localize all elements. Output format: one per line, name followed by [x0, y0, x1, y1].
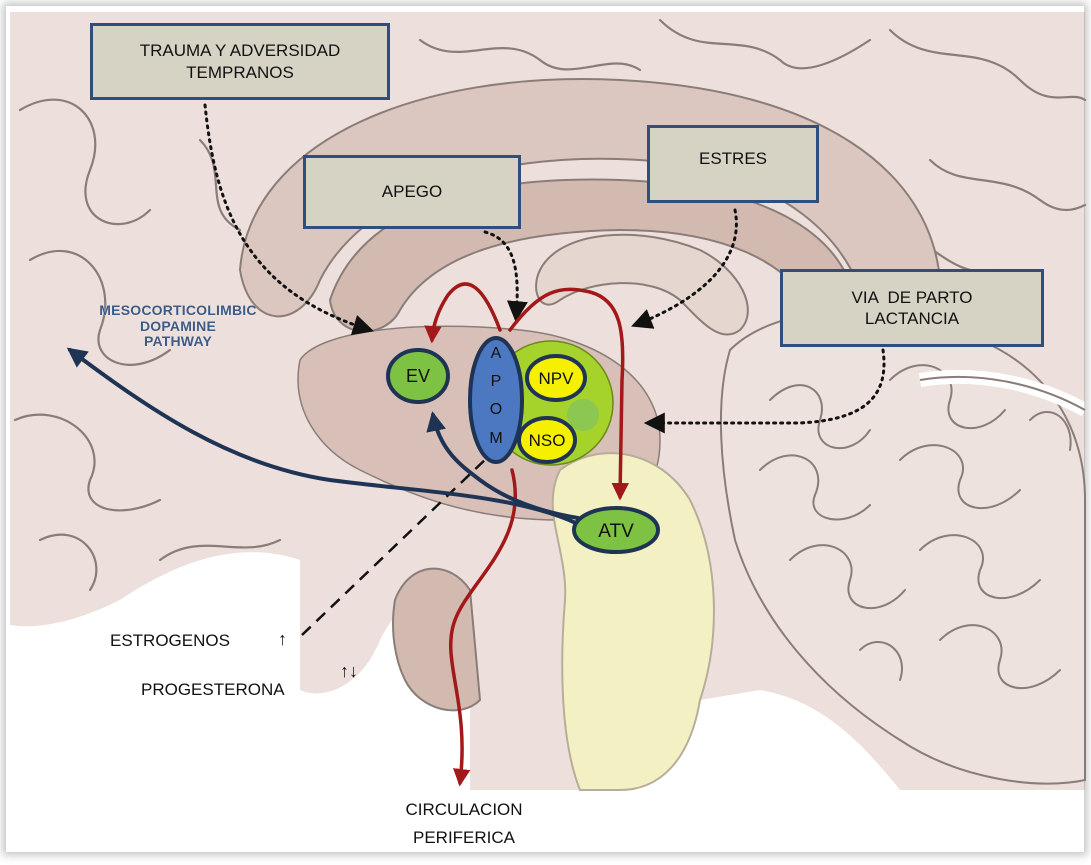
via-parto-box: VIA DE PARTO LACTANCIA: [780, 269, 1044, 347]
progesterona-label: PROGESTERONA: [141, 679, 285, 700]
brainstem: [553, 453, 714, 790]
cerebellum: [721, 311, 1085, 783]
ev-label: EV: [406, 366, 430, 386]
npv-nucleus: NPV: [527, 356, 585, 400]
estres-box-label: ESTRES: [699, 148, 767, 169]
trauma-box: TRAUMA Y ADVERSIDAD TEMPRANOS: [90, 23, 390, 100]
trauma-box-line-2: TEMPRANOS: [186, 62, 294, 83]
pituitary: [393, 569, 480, 711]
trauma-box-line-1: TRAUMA Y ADVERSIDAD: [140, 40, 341, 61]
output-label-line-1: CIRCULACION: [389, 799, 539, 820]
apego-box: APEGO: [303, 155, 521, 229]
via-parto-box-line-1: VIA DE PARTO: [852, 287, 973, 308]
pathway-label-line-1: MESOCORTICOLIMBIC: [58, 303, 298, 319]
apom-letter-p: P: [491, 373, 502, 390]
nso-label: NSO: [529, 431, 566, 450]
estres-box: ESTRES: [647, 125, 819, 203]
apego-box-label: APEGO: [382, 181, 442, 202]
progesterona-arrows: ↑↓: [340, 660, 358, 683]
circulacion-periferica-label: CIRCULACION PERIFERICA: [389, 799, 539, 849]
apom-letter-o: O: [490, 401, 502, 418]
output-label-line-2: PERIFERICA: [389, 827, 539, 848]
pathway-label-line-3: PATHWAY: [58, 334, 298, 350]
via-parto-box-line-2: LACTANCIA: [865, 308, 959, 329]
nso-nucleus: NSO: [519, 418, 575, 462]
apom-nucleus: A P O M: [470, 338, 522, 462]
pathway-label-line-2: DOPAMINE: [58, 319, 298, 335]
dopamine-pathway-label: MESOCORTICOLIMBIC DOPAMINE PATHWAY: [58, 303, 298, 350]
atv-label: ATV: [598, 521, 634, 542]
apom-letter-a: A: [491, 345, 502, 362]
npv-label: NPV: [539, 369, 575, 388]
estrogenos-label: ESTROGENOS: [110, 630, 230, 651]
estrogenos-up-arrow: ↑: [278, 628, 287, 651]
atv-nucleus: ATV: [574, 508, 658, 552]
ev-nucleus: EV: [388, 350, 448, 402]
apom-letter-m: M: [489, 430, 502, 447]
hypothalamus-inner-spot: [567, 399, 599, 431]
